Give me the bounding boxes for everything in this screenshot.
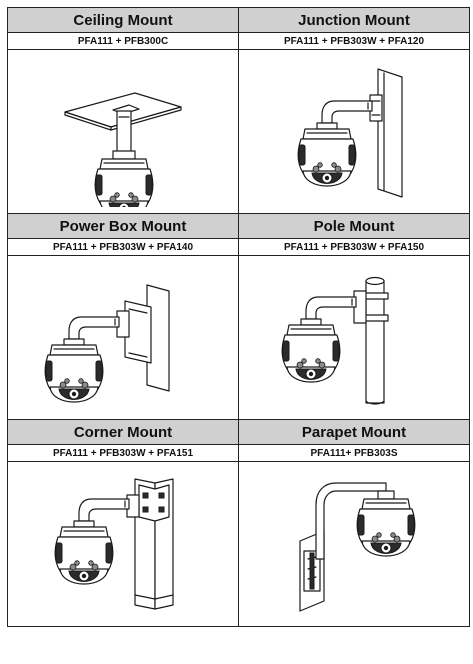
ceiling-mount-title: Ceiling Mount: [7, 7, 239, 33]
pole-mount-camera-icon: [281, 276, 389, 405]
mount-grid: Ceiling Mount Junction Mount PFA111 + PF…: [7, 7, 470, 627]
parapet-mount-model: PFA111+ PFB303S: [238, 444, 470, 462]
ceiling-mount-illustration-cell: [7, 49, 239, 214]
junction-mount-model: PFA111 + PFB303W + PFA120: [238, 32, 470, 50]
mount-table: Ceiling Mount Junction Mount PFA111 + PF…: [7, 7, 470, 658]
power-box-mount-camera-icon: [44, 283, 170, 403]
corner-mount-model: PFA111 + PFB303W + PFA151: [7, 444, 239, 462]
ceiling-mount-camera-icon: [64, 91, 182, 207]
junction-mount-illustration-cell: [238, 49, 470, 214]
ceiling-mount-model: PFA111 + PFB300C: [7, 32, 239, 50]
parapet-mount-illustration-cell: [238, 461, 470, 627]
parapet-mount-camera-icon: [299, 482, 416, 612]
pole-mount-title: Pole Mount: [238, 213, 470, 239]
junction-mount-camera-icon: [297, 67, 403, 198]
corner-mount-title: Corner Mount: [7, 419, 239, 445]
corner-mount-camera-icon: [54, 478, 174, 610]
power-box-mount-title: Power Box Mount: [7, 213, 239, 239]
pole-mount-illustration-cell: [238, 255, 470, 420]
parapet-mount-title: Parapet Mount: [238, 419, 470, 445]
corner-mount-illustration-cell: [7, 461, 239, 627]
pole-mount-model: PFA111 + PFB303W + PFA150: [238, 238, 470, 256]
power-box-mount-model: PFA111 + PFB303W + PFA140: [7, 238, 239, 256]
junction-mount-title: Junction Mount: [238, 7, 470, 33]
power-box-mount-illustration-cell: [7, 255, 239, 420]
